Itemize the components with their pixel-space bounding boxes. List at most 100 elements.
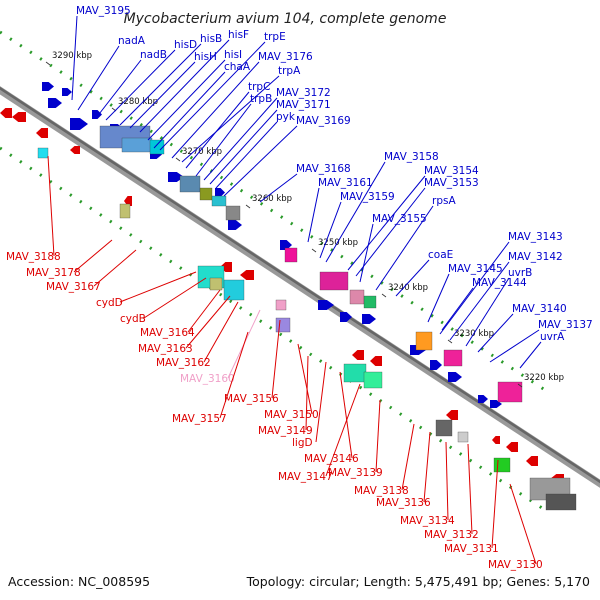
forward-gene-label: trpE bbox=[264, 31, 286, 43]
reverse-label-leader bbox=[375, 399, 381, 473]
accession-text: Accession: NC_008595 bbox=[8, 574, 150, 589]
forward-label-leader bbox=[441, 287, 474, 331]
reverse-gene-block bbox=[275, 317, 291, 333]
forward-label-leader bbox=[129, 61, 196, 129]
forward-gene-label: MAV_3195 bbox=[76, 5, 131, 17]
reverse-label-leader bbox=[491, 459, 499, 549]
reverse-gene-label: MAV_3132 bbox=[424, 529, 479, 541]
reverse-gene-label: ligD bbox=[292, 437, 313, 449]
forward-gene-label: MAV_3158 bbox=[384, 151, 439, 163]
forward-gene-block bbox=[149, 139, 165, 155]
reverse-gene-label: MAV_3130 bbox=[488, 559, 543, 571]
reverse-label-leader bbox=[185, 295, 231, 349]
reverse-gene-block bbox=[209, 277, 223, 291]
reverse-label-leader bbox=[143, 277, 207, 319]
forward-gene-block bbox=[319, 271, 349, 291]
forward-gene-arrow bbox=[42, 82, 54, 91]
reverse-gene-block bbox=[545, 493, 577, 511]
reverse-gene-label: MAV_3146 bbox=[304, 453, 359, 465]
forward-label-leader bbox=[449, 261, 510, 341]
reverse-gene-label: MAV_3147 bbox=[278, 471, 333, 483]
chromosome-backbone bbox=[0, 86, 600, 488]
reverse-gene-block bbox=[119, 203, 131, 219]
kbp-tick-mark bbox=[447, 339, 453, 344]
forward-gene-block bbox=[415, 331, 433, 351]
reverse-label-leader bbox=[401, 423, 415, 491]
reverse-gene-block bbox=[223, 279, 245, 301]
chromosome-backbone-edge bbox=[0, 86, 600, 484]
reverse-gene-arrow bbox=[0, 108, 12, 118]
reverse-gene-arrow bbox=[352, 350, 364, 360]
reverse-gene-arrow bbox=[370, 356, 382, 366]
reverse-gene-label: MAV_3157 bbox=[172, 413, 227, 425]
forward-gene-label: MAV_3154 bbox=[424, 165, 479, 177]
kbp-tick-label: 3250 kbp bbox=[318, 238, 358, 248]
forward-gene-label: MAV_3145 bbox=[448, 263, 503, 275]
forward-label-leader bbox=[355, 187, 426, 277]
forward-label-leader bbox=[395, 259, 430, 297]
kbp-tick-mark bbox=[517, 383, 523, 388]
forward-gene-arrow bbox=[430, 360, 442, 370]
forward-label-leader bbox=[375, 205, 434, 291]
forward-label-leader bbox=[171, 61, 260, 159]
forward-label-leader bbox=[325, 161, 386, 263]
reverse-label-leader bbox=[325, 383, 361, 477]
forward-gene-label: trpB bbox=[250, 93, 272, 105]
forward-label-leader bbox=[439, 241, 510, 335]
forward-gene-label: MAV_3140 bbox=[512, 303, 567, 315]
reverse-gene-arrow bbox=[526, 456, 538, 466]
reverse-gene-label: cydD bbox=[96, 297, 123, 309]
reverse-label-leader bbox=[339, 371, 353, 459]
reverse-gene-label: MAV_3139 bbox=[328, 467, 383, 479]
forward-gene-label: rpsA bbox=[432, 195, 456, 207]
reverse-label-leader bbox=[219, 331, 249, 419]
reverse-gene-block bbox=[37, 147, 49, 159]
forward-gene-label: uvrB bbox=[508, 267, 532, 279]
reverse-gene-arrow bbox=[36, 128, 48, 138]
reverse-label-leader bbox=[297, 343, 313, 415]
forward-gene-block bbox=[349, 289, 365, 305]
upper-marker-track bbox=[0, 30, 546, 392]
reverse-gene-arrow bbox=[446, 410, 458, 420]
forward-label-leader bbox=[489, 329, 540, 363]
forward-label-leader bbox=[347, 175, 426, 271]
forward-label-leader bbox=[71, 15, 78, 101]
forward-gene-label: pyk bbox=[276, 111, 296, 123]
forward-gene-block bbox=[443, 349, 463, 367]
reverse-gene-label: MAV_3138 bbox=[354, 485, 409, 497]
forward-gene-arrow bbox=[340, 312, 352, 322]
forward-gene-label: MAV_3155 bbox=[372, 213, 427, 225]
reverse-label-leader bbox=[187, 289, 221, 333]
reverse-label-leader bbox=[467, 443, 473, 535]
map-title: Mycobacterium avium 104, complete genome bbox=[124, 11, 447, 27]
forward-label-leader bbox=[359, 223, 374, 283]
forward-gene-block bbox=[284, 247, 298, 263]
forward-label-leader bbox=[307, 187, 320, 243]
forward-gene-label: MAV_3168 bbox=[296, 163, 351, 175]
forward-label-leader bbox=[95, 59, 142, 119]
forward-gene-label: MAV_3153 bbox=[424, 177, 479, 189]
reverse-gene-arrow bbox=[240, 270, 254, 280]
forward-gene-block bbox=[211, 195, 227, 207]
forward-gene-label: MAV_3171 bbox=[276, 99, 331, 111]
forward-gene-block bbox=[121, 137, 153, 153]
forward-gene-block bbox=[179, 175, 201, 193]
reverse-gene-label: MAV_3162 bbox=[156, 357, 211, 369]
forward-gene-label: chaA bbox=[224, 61, 251, 73]
forward-gene-arrow bbox=[48, 98, 62, 108]
forward-gene-label: MAV_3137 bbox=[538, 319, 593, 331]
reverse-label-leader bbox=[93, 249, 137, 287]
reverse-label-leader bbox=[271, 319, 281, 399]
forward-gene-label: hisH bbox=[194, 51, 217, 63]
forward-label-leader bbox=[209, 109, 278, 185]
forward-label-leader bbox=[259, 173, 298, 203]
forward-gene-block bbox=[363, 295, 377, 309]
forward-gene-label: MAV_3144 bbox=[472, 277, 527, 289]
forward-label-leader bbox=[185, 91, 250, 169]
reverse-gene-label: cydB bbox=[120, 313, 146, 325]
reverse-gene-label: MAV_3134 bbox=[400, 515, 455, 527]
reverse-gene-label: MAV_3131 bbox=[444, 543, 499, 555]
